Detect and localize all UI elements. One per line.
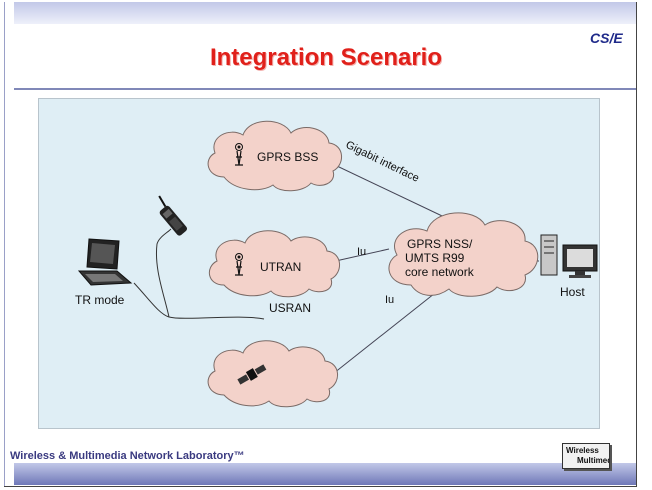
footer-logo-line1: Wireless [566, 446, 599, 455]
cloud-gprs-bss: GPRS BSS [207, 120, 342, 192]
host-label: Host [560, 285, 585, 299]
top-banner [14, 2, 636, 24]
iu-label-bottom: Iu [385, 294, 394, 306]
cloud-gprs-bss-label: GPRS BSS [257, 150, 318, 164]
host-computer-icon [540, 234, 598, 278]
cloud-core-network: GPRS NSS/ UMTS R99 core network [388, 212, 539, 297]
frame-right-border [636, 2, 637, 486]
network-diagram: GPRS BSS UTRAN USRAN [38, 98, 600, 429]
mobile-phone-icon [158, 195, 187, 236]
usran-label: USRAN [269, 301, 311, 315]
wireless-multimedia-logo: Wireless Multimedia [562, 443, 610, 469]
cse-logo: CS/E [590, 30, 623, 46]
cloud-utran: UTRAN [208, 230, 340, 298]
laptop-cable [133, 282, 265, 320]
cloud-satellite [207, 340, 338, 408]
footer-lab-name: Wireless & Multimedia Network Laboratory… [10, 450, 245, 462]
satellite-icon [237, 364, 267, 385]
slide-title: Integration Scenario [209, 44, 443, 71]
cloud-utran-label: UTRAN [260, 260, 301, 274]
core-label-line1: GPRS NSS/ [407, 237, 473, 251]
frame-left-border [4, 2, 5, 486]
antenna-icon [235, 143, 243, 166]
link-satellite-core [328, 281, 450, 378]
antenna-icon [235, 253, 243, 276]
iu-label-top: Iu [357, 246, 366, 258]
tr-mode-label: TR mode [75, 293, 125, 307]
phone-cable [155, 228, 172, 318]
laptop-icon [77, 238, 133, 286]
diagram-canvas: GPRS BSS UTRAN USRAN [75, 120, 598, 408]
title-divider [14, 88, 636, 90]
footer-logo-line2: Multimedia [577, 456, 609, 465]
core-label-line3: core network [405, 265, 475, 279]
gigabit-interface-label: Gigabit interface [344, 139, 421, 185]
bottom-banner [14, 463, 636, 485]
frame-bottom-border [4, 486, 637, 487]
core-label-line2: UMTS R99 [405, 251, 465, 265]
